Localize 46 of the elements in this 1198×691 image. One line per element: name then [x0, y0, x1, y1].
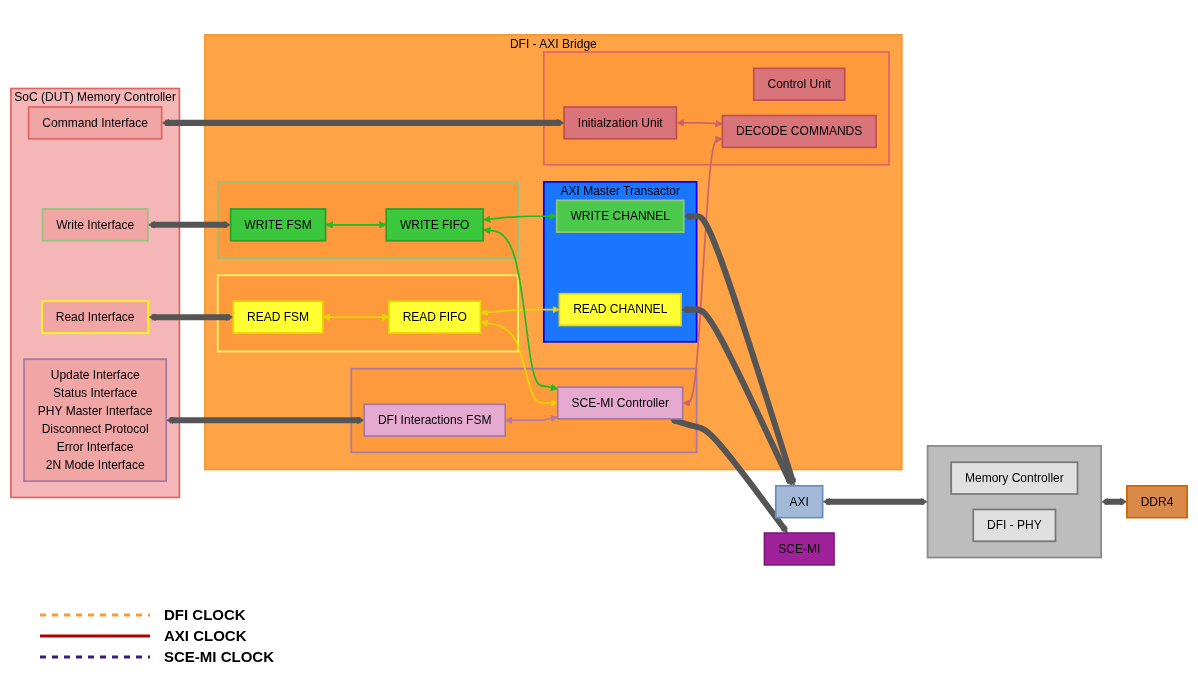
node-box	[950, 461, 1079, 495]
node-box	[763, 532, 835, 566]
arrow	[325, 221, 387, 229]
cluster	[216, 274, 519, 353]
node-box	[972, 508, 1057, 543]
node-box	[385, 208, 485, 242]
cluster	[350, 367, 698, 454]
node-box	[388, 300, 482, 335]
node-box	[752, 67, 846, 102]
node-box	[1126, 485, 1188, 519]
node-box	[556, 386, 684, 420]
node-box	[721, 114, 877, 149]
arrow	[669, 417, 788, 534]
arrow	[683, 212, 797, 487]
arrow	[676, 119, 723, 128]
legend-label: DFI CLOCK	[164, 606, 246, 623]
arrow	[147, 221, 231, 229]
node-box	[558, 293, 682, 327]
cluster	[216, 181, 519, 260]
node-box	[563, 106, 678, 140]
cluster	[543, 181, 698, 343]
node-box	[363, 403, 507, 438]
arrow	[681, 306, 794, 487]
arrow	[166, 416, 365, 425]
arrow	[483, 226, 559, 392]
legend-label: SCE-MI CLOCK	[164, 648, 274, 665]
arrow	[822, 498, 928, 506]
cluster	[926, 445, 1102, 559]
arrow	[480, 306, 560, 317]
arrow	[505, 415, 559, 425]
arrow	[161, 119, 565, 127]
node-box	[229, 208, 327, 242]
node-box	[27, 106, 163, 140]
block-diagram: DFI - AXI Bridge SoC (DUT) Memory Controller AXI Master Transactor Memory Controller DFI - PHY Control Unit Command Interface Initialzation Unit DECODE COMMANDS WRITE CHANNEL Write Interface WRITE FSM WRITE FIFO READ CHANNEL Read Interface READ FSM READ FIFO Update Interface Status Interface PHY Master Interface Disconnect Protocol Error Interface 2N Mode Interface SCE-MI Controller DFI Interactions FSM AXI DDR4 SCE-MI	[4, 28, 1194, 572]
node-box	[23, 358, 168, 483]
node-box	[41, 208, 149, 242]
cluster	[204, 34, 903, 471]
arrow	[148, 313, 234, 322]
node-box	[41, 300, 150, 335]
cluster	[10, 87, 181, 499]
arrow	[682, 135, 723, 407]
node-box	[774, 485, 824, 519]
legend-label: AXI CLOCK	[164, 627, 247, 644]
node-box	[232, 300, 324, 335]
cluster	[543, 51, 890, 166]
node-box	[555, 199, 685, 234]
